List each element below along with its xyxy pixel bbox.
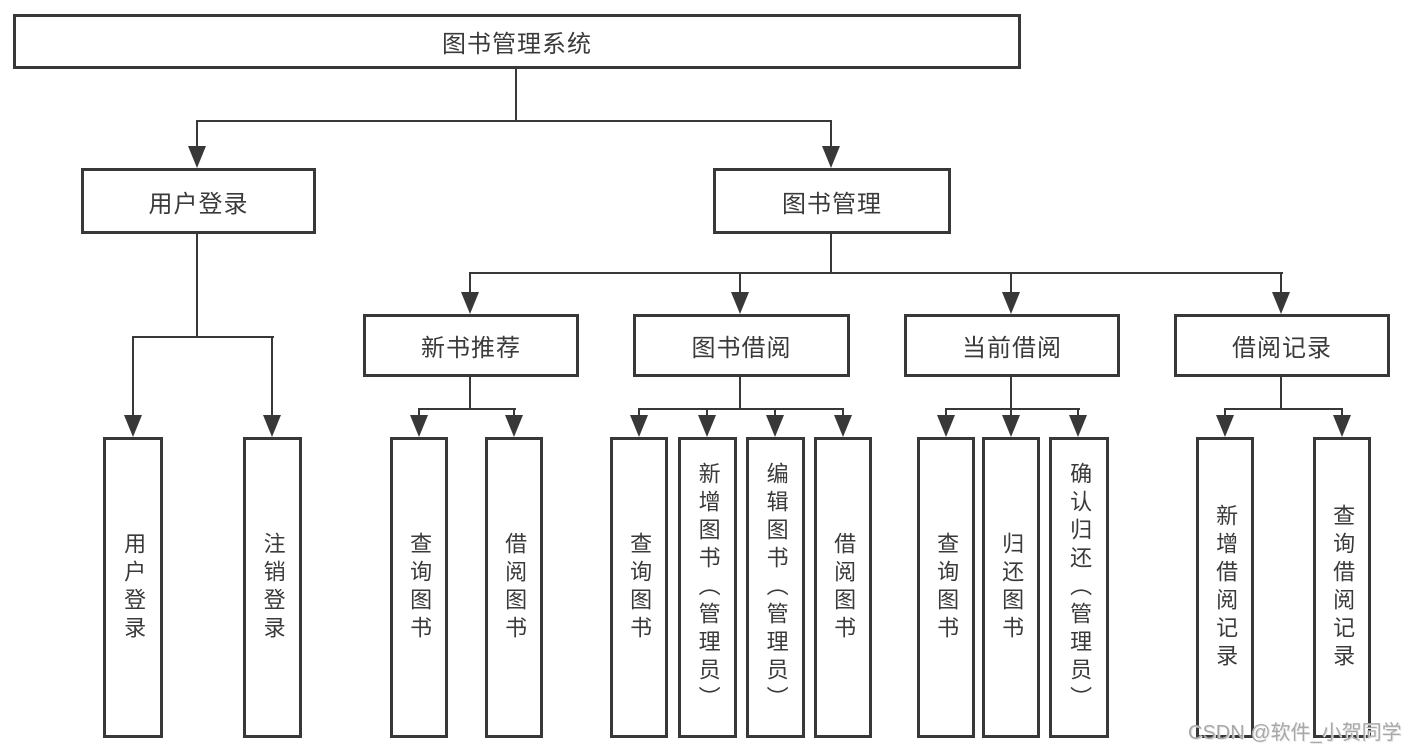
arrow-down-icon	[505, 415, 523, 437]
connector-to-user-login	[196, 120, 198, 148]
leaf-label: 查询图书	[934, 531, 960, 644]
connector-to-new-book	[469, 272, 471, 294]
connector-book-management-stem	[830, 232, 832, 274]
node-new-book-recommendation: 新书推荐	[363, 314, 579, 377]
node-label: 图书管理系统	[442, 31, 592, 58]
connector-to-leaf	[842, 408, 844, 417]
node-current-borrowing: 当前借阅	[904, 314, 1120, 377]
leaf-add-books-admin: 新增图书（管理员）	[678, 437, 737, 738]
connector-user-login-stem	[196, 232, 198, 338]
connector-book-management-branch	[469, 272, 1283, 274]
leaf-borrow-books: 借阅图书	[814, 437, 872, 738]
arrow-down-icon	[1272, 292, 1290, 314]
connector-borrow-records-stem	[1280, 375, 1282, 410]
node-label: 图书借阅	[691, 335, 792, 362]
leaf-add-borrow-record: 新增借阅记录	[1196, 437, 1254, 738]
connector-new-book-branch	[418, 408, 516, 410]
leaf-query-borrow-record: 查询借阅记录	[1313, 437, 1371, 738]
node-book-borrowing: 图书借阅	[633, 314, 850, 377]
arrow-down-icon	[1002, 415, 1020, 437]
arrow-down-icon	[766, 415, 784, 437]
leaf-query-books-current: 查询图书	[917, 437, 975, 738]
leaf-label: 查询图书	[627, 531, 653, 644]
arrow-down-icon	[1216, 415, 1234, 437]
connector-new-book-stem	[469, 375, 471, 410]
connector-to-leaf	[1010, 408, 1012, 417]
connector-book-borrow-stem	[739, 375, 741, 410]
arrow-down-icon	[731, 292, 749, 314]
leaf-borrow-books-recommend: 借阅图书	[485, 437, 543, 738]
leaf-label: 新增借阅记录	[1213, 503, 1239, 672]
connector-to-leaf	[1341, 408, 1343, 417]
connector-current-borrow-stem	[1010, 375, 1012, 410]
node-label: 当前借阅	[962, 335, 1062, 362]
arrow-down-icon	[1069, 415, 1087, 437]
leaf-label: 注销登录	[260, 531, 286, 644]
arrow-down-icon	[937, 415, 955, 437]
connector-book-borrow-branch	[638, 408, 844, 410]
leaf-label: 查询图书	[407, 531, 433, 644]
arrow-down-icon	[188, 146, 206, 168]
arrow-down-icon	[410, 415, 428, 437]
leaf-label: 确认归还（管理员）	[1067, 461, 1093, 714]
connector-to-current-borrow	[1010, 272, 1012, 294]
node-borrowing-records: 借阅记录	[1174, 314, 1390, 377]
node-label: 新书推荐	[421, 335, 521, 362]
connector-to-leaf	[1077, 408, 1079, 417]
leaf-label: 借阅图书	[831, 531, 857, 644]
connector-to-leaf	[706, 408, 708, 417]
leaf-label: 新增图书（管理员）	[695, 461, 721, 714]
connector-to-book-borrow	[739, 272, 741, 294]
csdn-watermark: CSDN @软件_小贺同学	[1188, 722, 1402, 744]
arrow-down-icon	[698, 415, 716, 437]
leaf-query-books-borrow: 查询图书	[610, 437, 668, 738]
arrow-down-icon	[124, 415, 142, 437]
arrow-down-icon	[630, 415, 648, 437]
leaf-confirm-return-admin: 确认归还（管理员）	[1049, 437, 1109, 738]
connector-to-leaf	[1224, 408, 1226, 417]
connector-root-stem	[515, 67, 517, 122]
leaf-return-books: 归还图书	[982, 437, 1040, 738]
arrow-down-icon	[834, 415, 852, 437]
connector-to-leaf	[513, 408, 515, 417]
connector-to-borrow-records	[1280, 272, 1282, 294]
node-book-management: 图书管理	[713, 168, 951, 234]
connector-borrow-records-branch	[1224, 408, 1343, 410]
leaf-logout: 注销登录	[243, 437, 302, 738]
connector-to-leaf	[774, 408, 776, 417]
connector-to-leaf	[418, 408, 420, 417]
leaf-label: 归还图书	[999, 531, 1025, 644]
leaf-label: 编辑图书（管理员）	[763, 461, 789, 714]
connector-to-leaf	[945, 408, 947, 417]
connector-to-leaf	[271, 336, 273, 416]
leaf-label: 用户登录	[121, 531, 147, 644]
arrow-down-icon	[263, 415, 281, 437]
connector-current-borrow-branch	[945, 408, 1080, 410]
arrow-down-icon	[1333, 415, 1351, 437]
leaf-edit-books-admin: 编辑图书（管理员）	[746, 437, 805, 738]
connector-root-branch	[196, 120, 832, 122]
connector-to-book-management	[830, 120, 832, 148]
leaf-query-books-recommend: 查询图书	[390, 437, 448, 738]
arrow-down-icon	[822, 146, 840, 168]
connector-to-leaf	[638, 408, 640, 417]
arrow-down-icon	[461, 292, 479, 314]
connector-user-login-branch	[132, 336, 274, 338]
leaf-label: 查询借阅记录	[1330, 503, 1356, 672]
node-label: 用户登录	[148, 190, 249, 218]
connector-to-leaf	[132, 336, 134, 416]
node-user-login: 用户登录	[81, 168, 316, 234]
leaf-user-login: 用户登录	[103, 437, 163, 738]
node-library-management-system: 图书管理系统	[13, 14, 1021, 69]
leaf-label: 借阅图书	[502, 531, 528, 644]
node-label: 借阅记录	[1232, 335, 1332, 362]
arrow-down-icon	[1002, 292, 1020, 314]
node-label: 图书管理	[782, 190, 882, 218]
